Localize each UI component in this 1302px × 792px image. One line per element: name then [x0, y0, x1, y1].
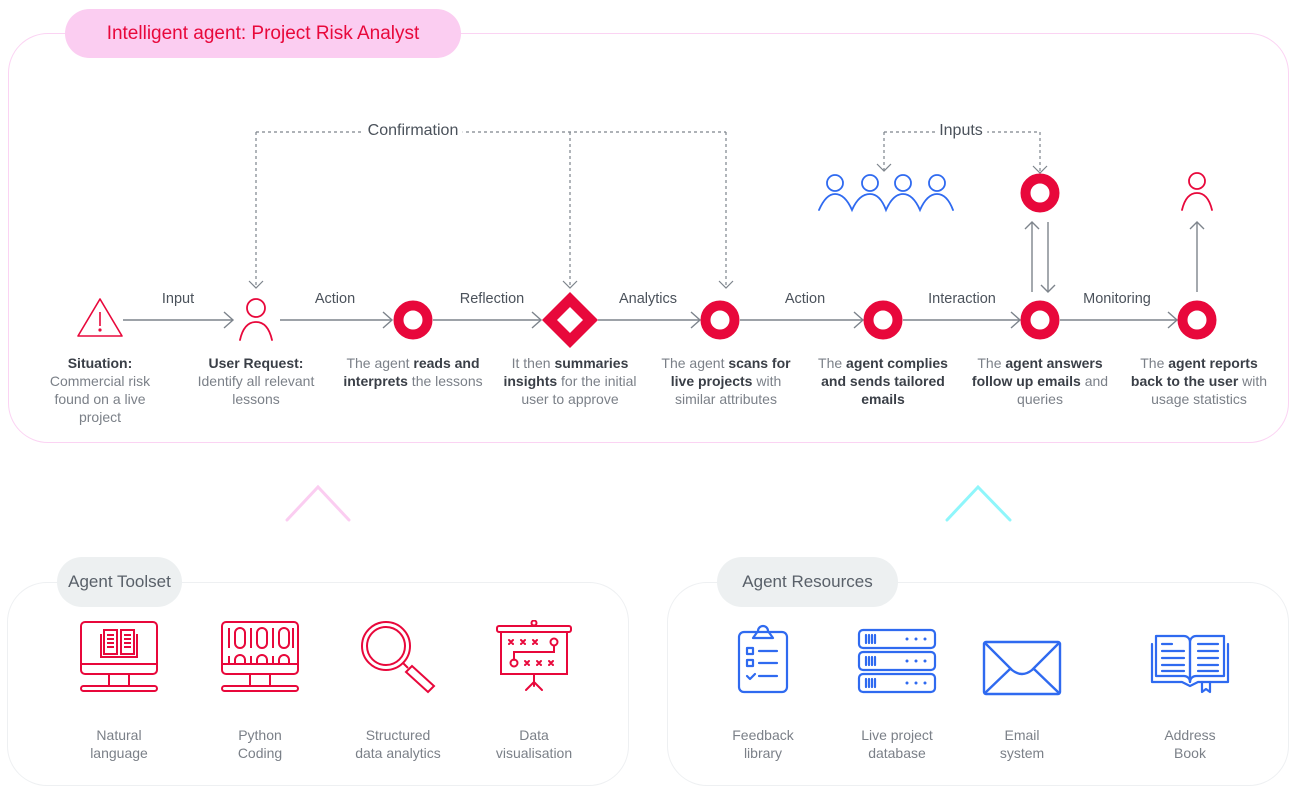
magnifier-icon	[361, 621, 436, 694]
node-description-user-request: User Request:Identify all relevant lesso…	[197, 355, 315, 407]
edge-label-input: Input	[161, 291, 195, 307]
server-database-icon	[857, 628, 937, 694]
open-book-icon	[1150, 634, 1230, 694]
toolset-item-data-visualisation	[464, 620, 604, 694]
envelope-icon	[982, 640, 1062, 696]
node-description-summaries: It then summaries insights for the initi…	[503, 355, 637, 407]
edge-label-interaction: Interaction	[928, 291, 996, 307]
monitor-book-icon	[80, 621, 158, 692]
node-description-reports: The agent reports back to the user with …	[1130, 355, 1268, 407]
node-description-situation: Situation:Commercial risk found on a liv…	[49, 355, 151, 425]
node-description-reads: The agent reads and interprets the lesso…	[343, 355, 483, 389]
monitor-binary-icon	[221, 621, 299, 692]
edge-label-action-2: Action	[784, 291, 826, 307]
confirmation-label: Confirmation	[363, 122, 463, 140]
resource-item-live-project-database	[827, 628, 967, 694]
node-description-scans: The agent scans for live projects with s…	[661, 355, 791, 407]
edge-label-analytics: Analytics	[618, 291, 678, 307]
resource-item-feedback-library	[693, 622, 833, 694]
resources-chevron-icon	[945, 484, 1012, 522]
agent-workflow-frame	[8, 33, 1289, 443]
presentation-board-icon	[496, 620, 572, 691]
edge-label-monitoring: Monitoring	[1083, 291, 1151, 307]
resource-item-email-system	[952, 640, 1092, 696]
toolset-item-natural-language	[49, 620, 189, 694]
edge-label-reflection: Reflection	[459, 291, 525, 307]
agent-toolset-frame	[7, 582, 629, 786]
agent-toolset-title: Agent Toolset	[57, 557, 182, 607]
node-description-answers: The agent answers follow up emails and q…	[971, 355, 1109, 407]
page-title: Intelligent agent: Project Risk Analyst	[65, 9, 461, 58]
resource-item-address-book	[1120, 628, 1260, 694]
node-description-complies: The agent complies and sends tailored em…	[818, 355, 948, 407]
inputs-label: Inputs	[935, 122, 987, 140]
agent-resources-title: Agent Resources	[717, 557, 898, 607]
toolset-chevron-icon	[285, 484, 351, 522]
clipboard-checklist-icon	[737, 624, 789, 694]
edge-label-action: Action	[314, 291, 356, 307]
toolset-item-structured-data-analytics	[328, 620, 468, 694]
toolset-item-python-coding	[190, 620, 330, 694]
agent-resources-frame	[667, 582, 1289, 786]
